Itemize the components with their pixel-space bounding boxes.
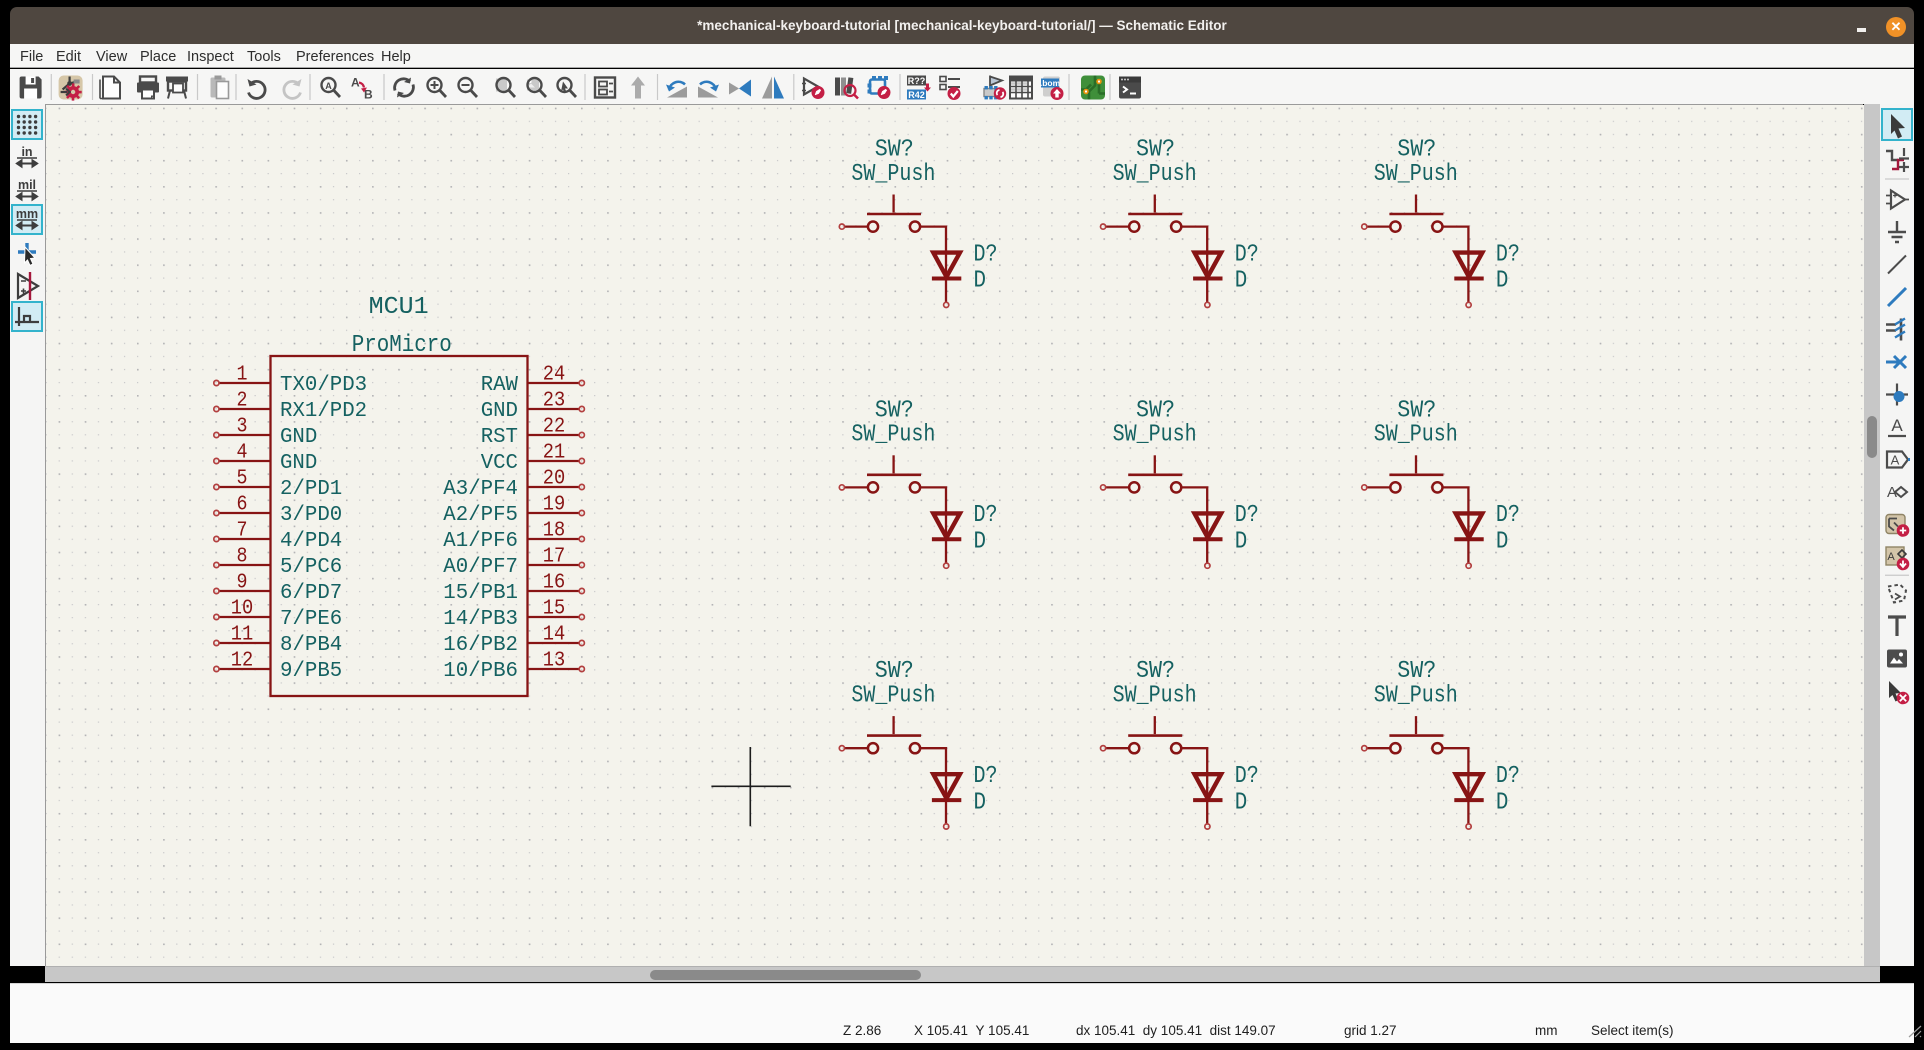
svg-text:1: 1 (237, 364, 248, 387)
svg-text:VCC: VCC (481, 452, 518, 475)
svg-text:4/PD4: 4/PD4 (280, 530, 342, 553)
svg-text:14: 14 (543, 624, 566, 647)
svg-text:8: 8 (237, 546, 248, 569)
svg-text:A3/PF4: A3/PF4 (443, 478, 518, 501)
svg-text:16: 16 (543, 572, 566, 595)
svg-text:A2/PF5: A2/PF5 (443, 504, 518, 527)
svg-text:A: A (1887, 484, 1897, 501)
svg-text:R42: R42 (908, 90, 925, 100)
svg-text:4: 4 (237, 442, 248, 465)
svg-text:6/PD7: 6/PD7 (280, 582, 342, 605)
svg-text:GND: GND (280, 452, 317, 475)
svg-text:R??: R?? (908, 76, 926, 86)
svg-text:A: A (1891, 416, 1903, 435)
svg-text:RST: RST (481, 426, 518, 449)
svg-text:A: A (325, 81, 332, 91)
svg-text:7: 7 (237, 520, 248, 543)
svg-text:14/PB3: 14/PB3 (443, 608, 518, 631)
svg-text:5/PC6: 5/PC6 (280, 556, 342, 579)
svg-text:11: 11 (231, 624, 254, 647)
svg-text:10: 10 (231, 598, 254, 621)
svg-text:B: B (364, 88, 373, 102)
svg-text:A1/PF6: A1/PF6 (443, 530, 518, 553)
svg-text:A: A (1891, 453, 1900, 468)
svg-text:MCU1: MCU1 (369, 294, 429, 321)
svg-text:mm: mm (16, 207, 38, 221)
svg-text:3/PD0: 3/PD0 (280, 504, 342, 527)
svg-text:mil: mil (18, 178, 36, 192)
svg-text:15: 15 (543, 598, 566, 621)
svg-text:2: 2 (237, 390, 248, 413)
svg-text:22: 22 (543, 416, 566, 439)
svg-text:TX0/PD3: TX0/PD3 (280, 374, 367, 397)
svg-text:GND: GND (481, 400, 518, 423)
svg-text:A0/PF7: A0/PF7 (443, 556, 518, 579)
svg-text:17: 17 (543, 546, 566, 569)
svg-text:A: A (1887, 551, 1895, 563)
svg-text:21: 21 (543, 442, 566, 465)
svg-text:RX1/PD2: RX1/PD2 (280, 400, 367, 423)
svg-text:2/PD1: 2/PD1 (280, 478, 342, 501)
svg-text:15/PB1: 15/PB1 (443, 582, 518, 605)
svg-text:10/PB6: 10/PB6 (443, 660, 518, 683)
svg-text:GND: GND (280, 426, 317, 449)
svg-text:9/PB5: 9/PB5 (280, 660, 342, 683)
svg-text:7/PE6: 7/PE6 (280, 608, 342, 631)
svg-text:20: 20 (543, 468, 566, 491)
svg-text:5: 5 (237, 468, 248, 491)
svg-text:6: 6 (237, 494, 248, 517)
svg-text:3: 3 (237, 416, 248, 439)
svg-text:A: A (351, 76, 360, 90)
svg-text:23: 23 (543, 390, 566, 413)
svg-text:in: in (21, 145, 32, 159)
svg-text:12: 12 (231, 650, 254, 673)
svg-text:ProMicro: ProMicro (352, 332, 452, 359)
svg-text:13: 13 (543, 650, 566, 673)
svg-text:RAW: RAW (481, 374, 519, 397)
svg-text:.bom: .bom (1040, 78, 1061, 88)
svg-text:16/PB2: 16/PB2 (443, 634, 518, 657)
svg-text:24: 24 (543, 364, 566, 387)
svg-text:19: 19 (543, 494, 566, 517)
svg-text:9: 9 (237, 572, 248, 595)
svg-text:18: 18 (543, 520, 566, 543)
svg-text:8/PB4: 8/PB4 (280, 634, 342, 657)
